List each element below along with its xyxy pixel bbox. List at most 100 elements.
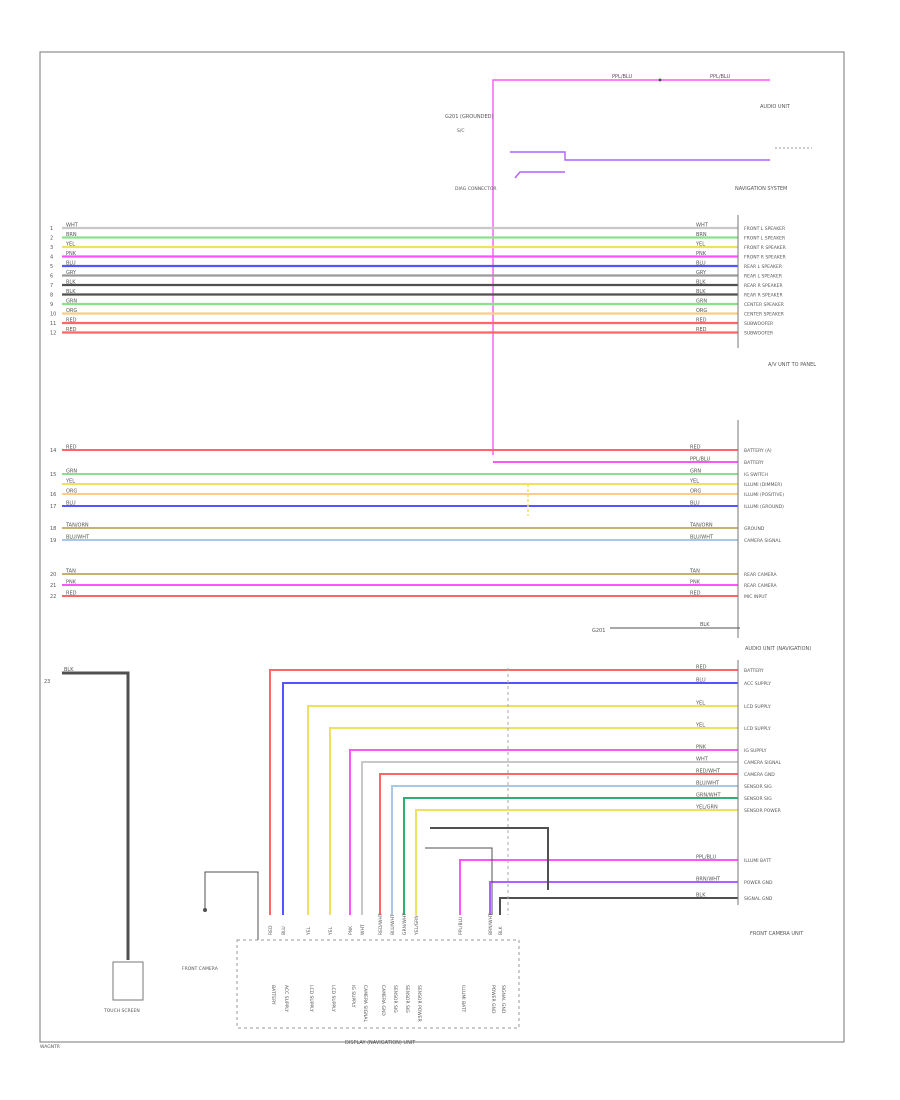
display-unit-label: DISPLAY (NAVIGATION) UNIT — [345, 1040, 416, 1046]
upper-wire-label-right: RED — [696, 327, 707, 333]
front-camera-dot — [203, 908, 207, 912]
lower-pin-function: ACC SUPPLY — [283, 985, 289, 1012]
lower-right-label: ACC SUPPLY — [744, 681, 771, 687]
upper-wire-label-left: BLK — [66, 289, 76, 295]
lower-right-label: LCD SUPPLY — [744, 726, 771, 732]
touch-screen-box — [112, 961, 144, 1001]
middle-pin: 17 — [50, 504, 56, 510]
upper-bus-footer: A/V UNIT TO PANEL — [768, 362, 816, 368]
lower-wire — [379, 773, 738, 915]
lower-wire-label-right: PPL/BLU — [696, 855, 716, 861]
lower-pin-function: LCD SUPPLY — [308, 985, 314, 1012]
middle-right-label: MIC INPUT — [744, 594, 767, 600]
upper-right-label: SUBWOOFER — [744, 331, 773, 337]
middle-pin: 22 — [50, 594, 56, 600]
middle-right-label: ILLUMI (DIMMER) — [744, 482, 782, 488]
middle-wire-label-left: ORG — [66, 489, 77, 495]
lower-pin-function: ILLUMI BATT — [460, 985, 466, 1013]
upper-wire-label-right: BLK — [696, 280, 706, 286]
upper-wire-label-left: BLU — [66, 261, 76, 267]
top-section: PPL/BLU PPL/BLU AUDIO UNIT G201 (GROUNDE… — [445, 74, 812, 455]
lower-wire-label-right: RED/WHT — [696, 769, 721, 775]
middle-wire-label-left: TAN — [65, 569, 76, 575]
upper-wire-label-left: GRY — [66, 270, 77, 276]
upper-wire-label-left: ORG — [66, 308, 77, 314]
middle-pin: 18 — [50, 526, 56, 532]
upper-pin: 1 — [50, 226, 53, 232]
lower-pin-function: CAMERA GND — [380, 985, 386, 1016]
lower-right-label: SENSOR SIG — [744, 784, 772, 790]
upper-wire-label-left: RED — [66, 327, 77, 333]
lower-pin-function: POWER GND — [490, 985, 496, 1014]
lower-wire-label-right: GRN/WHT — [696, 793, 721, 799]
display-unit-box — [236, 939, 520, 1029]
middle-wire-label-left: YEL — [65, 479, 75, 485]
upper-right-label: REAR L SPEAKER — [744, 264, 782, 270]
lower-wire-label-right: PNK — [696, 745, 707, 751]
upper-right-label: FRONT R SPEAKER — [744, 255, 786, 261]
upper-wire-label-right: GRY — [696, 270, 707, 276]
middle-right-label: IG SWITCH — [744, 472, 768, 478]
lower-wire-label-bottom: BLK — [498, 925, 504, 935]
lower-right-label: SENSOR SIG — [744, 796, 772, 802]
lower-wire — [403, 797, 738, 915]
lower-wire-label-bottom: YEL/GRN — [414, 915, 420, 936]
top-wire-purple-1 — [510, 151, 770, 161]
upper-pin: 3 — [50, 245, 53, 251]
upper-wire-label-left: RED — [66, 318, 77, 324]
lower-wire-label-bottom: PPL/BLU — [458, 917, 464, 935]
lower-wire — [415, 809, 738, 915]
lower-wire-label-right: BLU — [696, 678, 706, 684]
upper-wire-label-right: WHT — [696, 223, 709, 229]
upper-wire-label-left: WHT — [66, 223, 79, 229]
upper-wire-label-left: BRN — [66, 232, 77, 238]
middle-pin: 14 — [50, 448, 56, 454]
lower-wire-label-bottom: BLU — [281, 926, 287, 935]
upper-pin: 5 — [50, 264, 53, 270]
lower-wire — [329, 727, 738, 915]
lower-right-label: POWER GND — [744, 880, 773, 886]
top-right-label: NAVIGATION SYSTEM — [735, 186, 787, 192]
middle-wire-label-right: RED — [690, 445, 701, 451]
middle-wire-label-left: RED — [66, 591, 77, 597]
lower-wire-label-bottom: BLU/WHT — [390, 914, 396, 935]
upper-right-label: FRONT L SPEAKER — [744, 236, 785, 242]
lower-pin-function: LCD SUPPLY — [330, 985, 336, 1012]
upper-wire-label-right: RED — [696, 318, 707, 324]
upper-wire-label-left: YEL — [65, 242, 75, 248]
right-connector-label: FRONT CAMERA UNIT — [750, 931, 804, 937]
lower-wire-label-right: BLU/WHT — [696, 781, 720, 787]
upper-wire-label-right: ORG — [696, 308, 707, 314]
lower-wire-label-bottom: WHT — [360, 924, 366, 935]
middle-wire-label-right: PPL/BLU — [690, 457, 710, 463]
lower-pin-function: SENSOR POWER — [416, 985, 422, 1022]
middle-right-label: ILLUMI (GROUND) — [744, 504, 784, 510]
lower-right-label: BATTERY — [744, 668, 764, 674]
lower-wire-label-bottom: YEL — [306, 926, 312, 936]
lower-wire-label-right: YEL — [695, 723, 705, 729]
lower-pin-function: SIGNAL GND — [500, 985, 506, 1014]
upper-right-label: REAR L SPEAKER — [744, 274, 782, 280]
lower-right-label: ILLUMI BATT — [744, 858, 772, 864]
middle-right-label: CAMERA SIGNAL — [744, 538, 782, 544]
upper-wire-label-right: BLK — [696, 289, 706, 295]
lower-right-label: LCD SUPPLY — [744, 704, 771, 710]
lower-blk-link — [430, 827, 549, 890]
middle-wire-label-left: BLU — [66, 501, 76, 507]
middle-right-label: ILLUMI (POSITIVE) — [744, 492, 784, 498]
lower-wire — [282, 682, 738, 915]
lower-blk-link-2 — [425, 847, 493, 915]
lower-pin-function: CAMERA SIGNAL — [362, 985, 368, 1023]
middle-wire-label-right: YEL — [689, 479, 699, 485]
upper-right-label: FRONT L SPEAKER — [744, 226, 785, 232]
lower-wire — [391, 785, 738, 915]
lower-wire-label-bottom: RED/WHT — [378, 913, 384, 935]
upper-wire-label-right: YEL — [695, 242, 705, 248]
middle-wire-label-left: TAN/ORN — [65, 523, 89, 529]
upper-wire-label-right: BRN — [696, 232, 707, 238]
lower-wire-label-bottom: BRN/WHT — [488, 913, 494, 935]
lower-pin-function: BATTERY — [270, 985, 276, 1005]
